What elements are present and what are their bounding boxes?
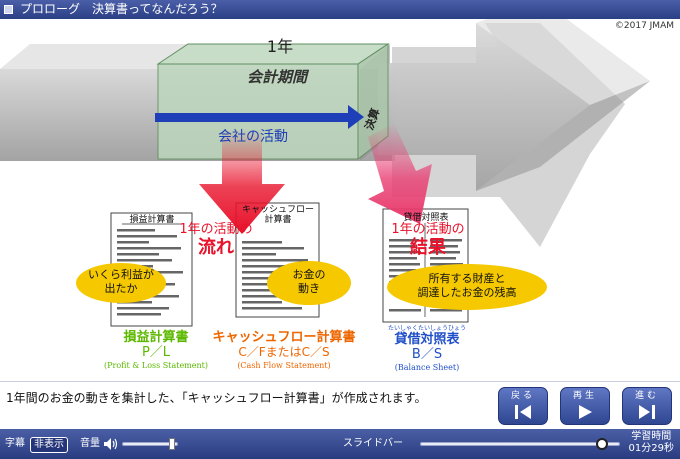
study-time-label: 学習時間 <box>631 431 672 442</box>
volume-label: 音量 <box>80 438 100 449</box>
subtitle-area: 1年間のお金の動きを集計した、「キャッシュフロー計算書」が作成されます。 <box>0 381 492 429</box>
subtitle-text: 1年間のお金の動きを集計した、「キャッシュフロー計算書」が作成されます。 <box>6 391 427 405</box>
bubble-money-line2: 動き <box>298 282 320 295</box>
doc-cf-title-line2: 計算書 <box>264 215 292 225</box>
bubble-assets-text: 所有する財産と 調達したお金の残高 <box>394 272 540 300</box>
bubble-profit-text: いくら利益が 出たか <box>78 268 164 296</box>
doc-cf-title-line1: キャッシュフロー <box>241 205 314 215</box>
next-button[interactable]: 進む <box>622 387 672 425</box>
bubble-profit <box>76 263 166 303</box>
flow-caption: 1年の活動の 流れ <box>160 220 272 259</box>
bs-ruby: たいしゃくたいしょうひょう <box>387 325 466 332</box>
pl-label: 損益計算書 P／L (Profit & Loss Statement) <box>91 330 221 371</box>
play-icon <box>579 405 592 419</box>
cf-label: キャッシュフロー計算書 C／FまたはC／S (Cash Flow Stateme… <box>203 330 365 371</box>
study-time: 学習時間 01分29秒 <box>629 431 674 455</box>
slide-illustration <box>0 19 650 327</box>
bubble-money-text: お金の 動き <box>272 268 346 296</box>
volume-knob[interactable] <box>169 438 176 450</box>
window-square-icon <box>4 5 13 14</box>
window-title: プロローグ 決算書ってなんだろう？ <box>20 2 223 16</box>
copyright: ©2017 JMAM <box>614 21 674 31</box>
doc-pl-title: 損益計算書 <box>129 215 175 225</box>
bs-abbr: B／S <box>411 347 443 362</box>
pl-en: (Profit & Loss Statement) <box>103 361 208 370</box>
flow-caption-line2: 流れ <box>198 237 234 258</box>
play-button[interactable]: 再生 <box>560 387 610 425</box>
cf-name: キャッシュフロー計算書 <box>212 330 356 345</box>
volume-slider[interactable] <box>122 442 178 446</box>
bubble-profit-line2: 出たか <box>104 282 138 295</box>
slide-area: ©2017 JMAM <box>0 19 680 381</box>
bubble-assets <box>387 264 547 310</box>
bubble-assets-line2: 調達したお金の残高 <box>417 286 517 299</box>
bottom-bar: 字幕 非表示 音量 スライドバー 学習時間 01分29秒 <box>0 429 680 459</box>
pl-name: 損益計算書 <box>123 330 189 345</box>
caption-label: 字幕 <box>5 438 25 449</box>
year-label: 1年 <box>266 37 294 56</box>
flow-arrow-left <box>199 129 285 234</box>
doc-bs-title: 貸借対照表 <box>403 213 449 223</box>
skip-forward-icon <box>639 405 655 419</box>
bs-name: 貸借対照表 <box>394 332 460 347</box>
slide-progress-knob[interactable] <box>596 438 608 450</box>
pl-abbr: P／L <box>141 345 171 360</box>
cf-abbr: C／FまたはC／S <box>238 345 330 359</box>
nav-panel: 戻る 再生 進む <box>492 381 680 430</box>
flow-caption-line1: 1年の活動の <box>179 222 253 237</box>
period-label: 会計期間 <box>246 68 307 86</box>
bs-label: たいしゃくたいしょうひょう 貸借対照表 B／S (Balance Sheet) <box>372 325 482 373</box>
activity-label: 会社の活動 <box>218 129 288 145</box>
bubble-money-line1: お金の <box>292 268 326 281</box>
cf-en: (Cash Flow Statement) <box>237 361 331 370</box>
play-button-label: 再生 <box>572 391 597 401</box>
bubble-profit-line1: いくら利益が <box>88 268 154 281</box>
doc-cf-title: キャッシュフロー 計算書 <box>238 205 318 225</box>
bs-en: (Balance Sheet) <box>394 363 460 372</box>
caption-toggle-button[interactable]: 非表示 <box>30 437 68 453</box>
back-button[interactable]: 戻る <box>498 387 548 425</box>
slide-progress-bar[interactable] <box>420 442 620 446</box>
bubble-money <box>267 261 351 305</box>
bubble-assets-line1: 所有する財産と <box>428 272 506 285</box>
slidebar-label: スライドバー <box>343 438 403 449</box>
activity-arrow <box>155 105 364 129</box>
next-button-label: 進む <box>634 391 659 401</box>
flow-arrow-right <box>368 123 432 224</box>
skip-back-icon <box>515 405 531 419</box>
title-bar: プロローグ 決算書ってなんだろう？ <box>0 0 680 19</box>
result-caption-line2: 結果 <box>410 237 446 258</box>
speaker-icon[interactable] <box>103 437 119 451</box>
accounting-period-box <box>156 43 390 161</box>
result-caption-line1: 1年の活動の <box>391 222 465 237</box>
study-time-value: 01分29秒 <box>628 443 674 454</box>
result-caption: 1年の活動の 結果 <box>372 220 484 259</box>
back-button-label: 戻る <box>510 391 535 401</box>
